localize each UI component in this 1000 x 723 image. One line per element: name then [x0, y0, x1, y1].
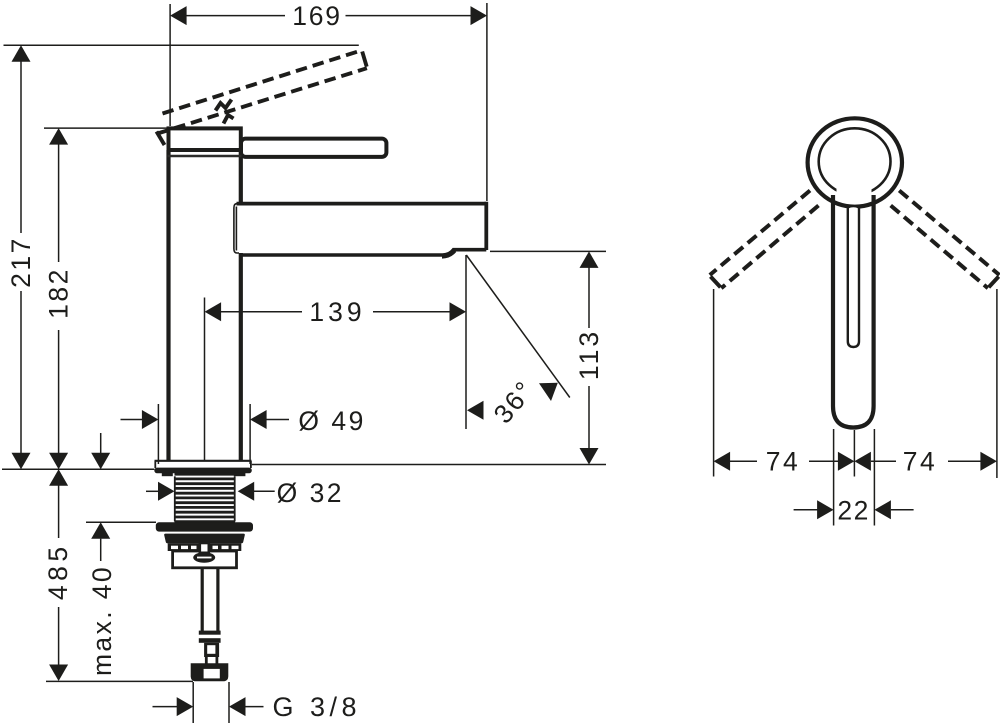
svg-text:Ø 32: Ø 32 [277, 478, 344, 508]
svg-text:139: 139 [309, 297, 365, 327]
svg-text:217: 217 [6, 236, 36, 288]
svg-text:74: 74 [903, 447, 937, 477]
svg-text:Ø 49: Ø 49 [298, 406, 365, 436]
svg-text:22: 22 [837, 495, 869, 525]
svg-text:485: 485 [43, 542, 73, 600]
svg-text:182: 182 [44, 267, 74, 319]
svg-text:169: 169 [292, 1, 342, 31]
svg-text:max. 40: max. 40 [87, 565, 117, 676]
svg-text:74: 74 [766, 447, 800, 477]
svg-text:113: 113 [574, 329, 604, 380]
svg-text:G 3/8: G 3/8 [273, 692, 362, 722]
svg-text:36°: 36° [488, 375, 541, 430]
